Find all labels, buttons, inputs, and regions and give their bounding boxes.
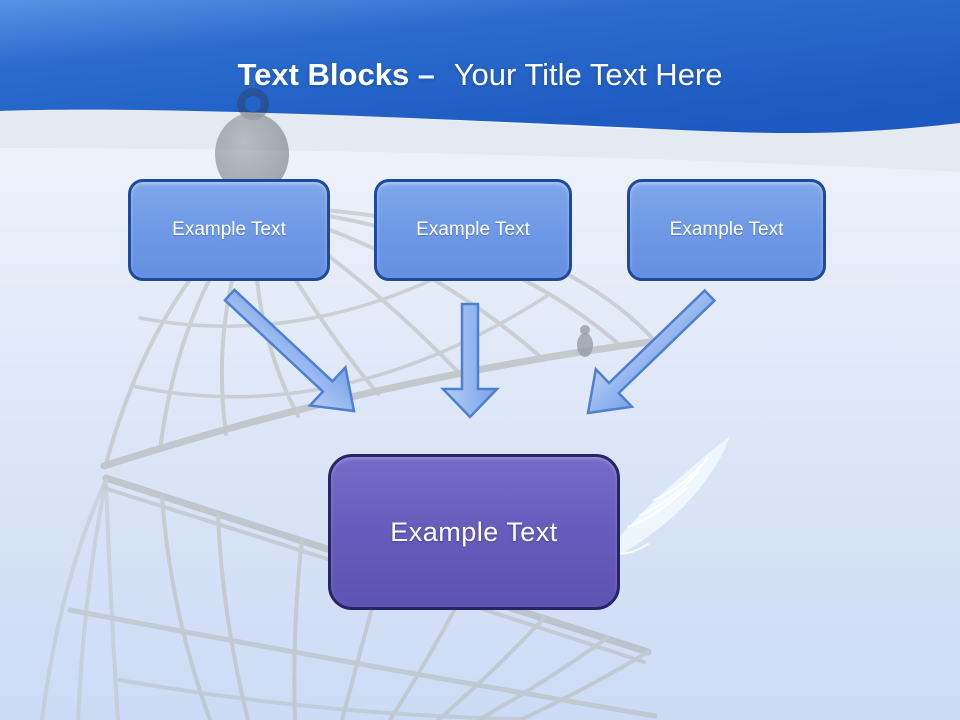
text-block-3: Example Text bbox=[627, 179, 826, 281]
text-block-1: Example Text bbox=[128, 179, 330, 281]
result-block-label: Example Text bbox=[390, 516, 558, 547]
text-block-2-label: Example Text bbox=[416, 219, 530, 240]
slide-title: Text Blocks – Your Title Text Here bbox=[0, 52, 960, 98]
result-block: Example Text bbox=[328, 454, 620, 610]
title-bold-text: Text Blocks – bbox=[237, 57, 436, 92]
header-swoosh bbox=[0, 108, 960, 172]
text-block-2: Example Text bbox=[374, 179, 572, 281]
down-arrow-icon-left bbox=[223, 288, 356, 413]
down-arrow-icon-right bbox=[586, 288, 717, 415]
title-regular-text: Your Title Text Here bbox=[453, 57, 723, 92]
down-arrow-icon-middle bbox=[440, 302, 500, 419]
text-block-3-label: Example Text bbox=[669, 219, 784, 240]
text-block-1-label: Example Text bbox=[172, 219, 286, 240]
